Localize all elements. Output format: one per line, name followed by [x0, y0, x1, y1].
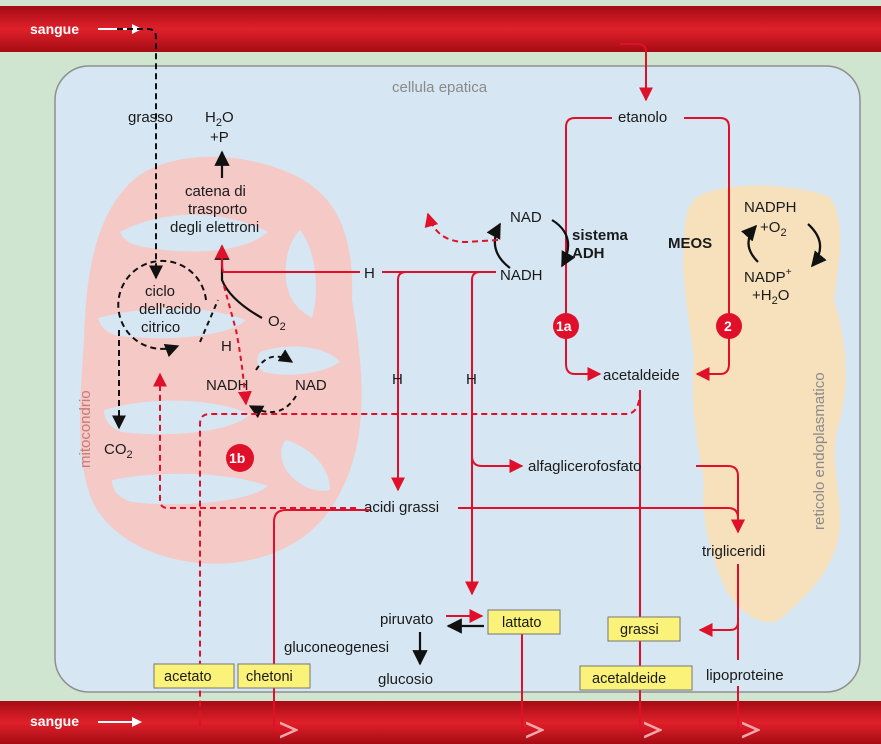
glycerophosphate-label: alfaglicerofosfato	[528, 458, 641, 475]
lactate-box-label: lattato	[502, 615, 542, 631]
acetaldehyde-box-label: acetaldeide	[592, 671, 666, 687]
citric-label-2: dell'acido	[139, 301, 201, 318]
meos-nadph-label: NADPH	[744, 199, 797, 216]
citric-label-3: citrico	[141, 319, 180, 336]
meos-label: MEOS	[668, 235, 712, 252]
adh-system-label-1: sistema	[572, 227, 629, 244]
triglycerides-label: trigliceridi	[702, 543, 765, 560]
adh-nadh-label: NADH	[500, 267, 543, 284]
blood-top-label: sangue	[30, 21, 79, 37]
blood-bottom-label: sangue	[30, 713, 79, 729]
h-left-label: H	[392, 371, 403, 388]
badge-1b-label: 1b	[229, 450, 245, 466]
chain-label-3: degli elettroni	[170, 219, 259, 236]
ketones-box-label: chetoni	[246, 669, 293, 685]
pyruvate-label: piruvato	[380, 611, 433, 628]
adh-nad-label: NAD	[510, 209, 542, 226]
er-label: reticolo endoplasmatico	[811, 372, 828, 530]
fats-box-label: grassi	[620, 622, 659, 638]
cell-label: cellula epatica	[392, 79, 488, 96]
acetate-box-label: acetato	[164, 669, 212, 685]
h-main-label: H	[364, 265, 375, 282]
badge-1a-label: 1a	[556, 318, 572, 334]
meos-nadp-label: NADP+	[744, 267, 792, 286]
adh-system-label-2: ADH	[572, 245, 605, 262]
chain-label-2: trasporto	[188, 201, 247, 218]
citric-label-1: ciclo	[145, 283, 175, 300]
gluconeogenesis-label: gluconeogenesi	[284, 639, 389, 656]
mito-label: mitocondrio	[77, 390, 94, 468]
plus-p-label: +P	[210, 129, 229, 146]
h-right-label: H	[466, 371, 477, 388]
lipoproteins-label: lipoproteine	[706, 667, 784, 684]
badge-2-label: 2	[724, 318, 732, 334]
fatty-acids-label: acidi grassi	[364, 499, 439, 516]
mito-nadh-label: NADH	[206, 377, 249, 394]
mito-nad-label: NAD	[295, 377, 327, 394]
glucose-label: glucosio	[378, 671, 433, 688]
acetaldeide-label: acetaldeide	[603, 367, 680, 384]
ethanol-label: etanolo	[618, 109, 667, 126]
mito-h-label: H	[221, 338, 232, 355]
chain-label-1: catena di	[185, 183, 246, 200]
grasso-label: grasso	[128, 109, 173, 126]
